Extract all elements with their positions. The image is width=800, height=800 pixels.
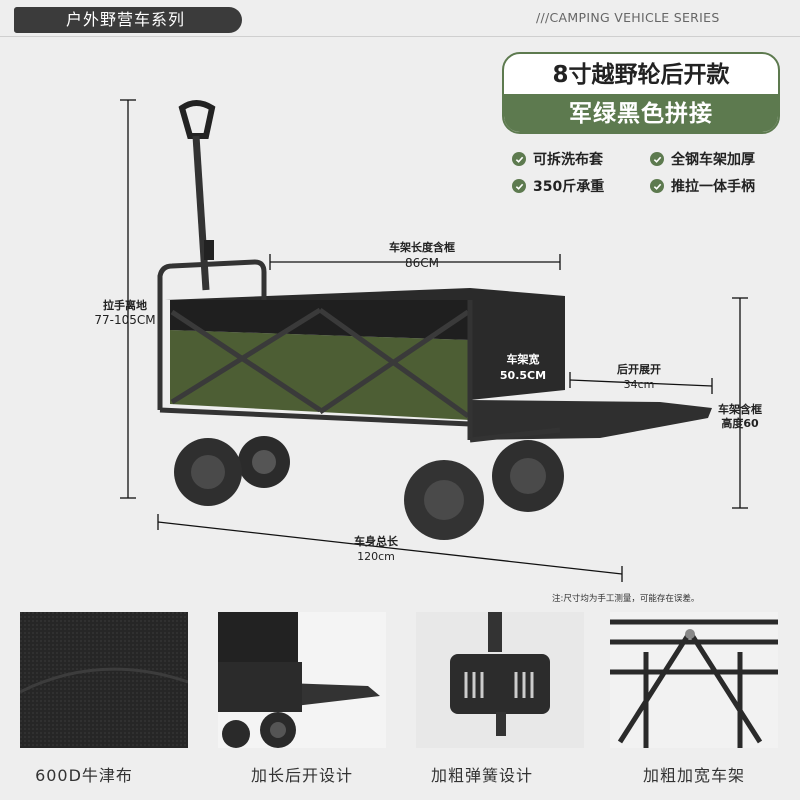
detail-fabric-image [20,612,188,748]
detail-frame-image [610,612,778,748]
frame-length-label: 车架长度含框 [389,241,455,254]
rear-open-value: 34cm [623,378,655,391]
title-box: 8寸越野轮后开款 军绿黑色拼接 [502,52,780,134]
green-panel [170,330,470,420]
frame-width-label: 车架宽 [506,353,540,366]
header-divider [0,36,800,37]
handle-height-label: 拉手离地 [103,299,147,312]
feature-item: 可拆洗布套 [512,149,603,169]
measurement-note: 注:尺寸均为手工测量，可能存在误差。 [552,594,700,604]
caption-fabric: 600D牛津布 [35,766,133,785]
product-title: 8寸越野轮后开款 [552,62,730,88]
series-subtitle: ///CAMPING VEHICLE SERIES [536,10,720,25]
detail-rear-image [218,612,386,748]
total-length-label: 车身总长 [354,535,398,548]
feature-item: 推拉一体手柄 [650,176,755,196]
handle-height-value: 77-105CM [94,313,156,327]
frame [157,259,561,443]
total-length-value: 120cm [357,550,395,563]
frame-width-value: 50.5CM [499,369,547,382]
caption-frame: 加粗加宽车架 [642,766,745,785]
frame-length-value: 86CM [404,256,439,270]
check-icon [512,179,526,193]
check-icon [650,152,664,166]
check-icon [650,179,664,193]
wagon-top [165,288,565,400]
frame-height-value: 高度60 [721,417,759,430]
wagon-illustration [120,99,748,582]
rear-flap [470,400,712,440]
series-tag: 户外野营车系列 [14,7,242,33]
feature-item: 全钢车架加厚 [650,149,755,169]
color-title: 军绿黑色拼接 [504,94,778,132]
caption-spring: 加粗弹簧设计 [430,766,533,785]
check-icon [512,152,526,166]
x-braces [170,307,470,419]
detail-spring-image [416,612,584,748]
frame-height-label: 车架含框 [718,403,762,416]
dimension-lines [120,99,748,582]
feature-item: 350斤承重 [512,176,604,196]
caption-rear: 加长后开设计 [250,766,353,785]
wheels [174,436,564,540]
rear-open-label: 后开展开 [617,363,661,376]
